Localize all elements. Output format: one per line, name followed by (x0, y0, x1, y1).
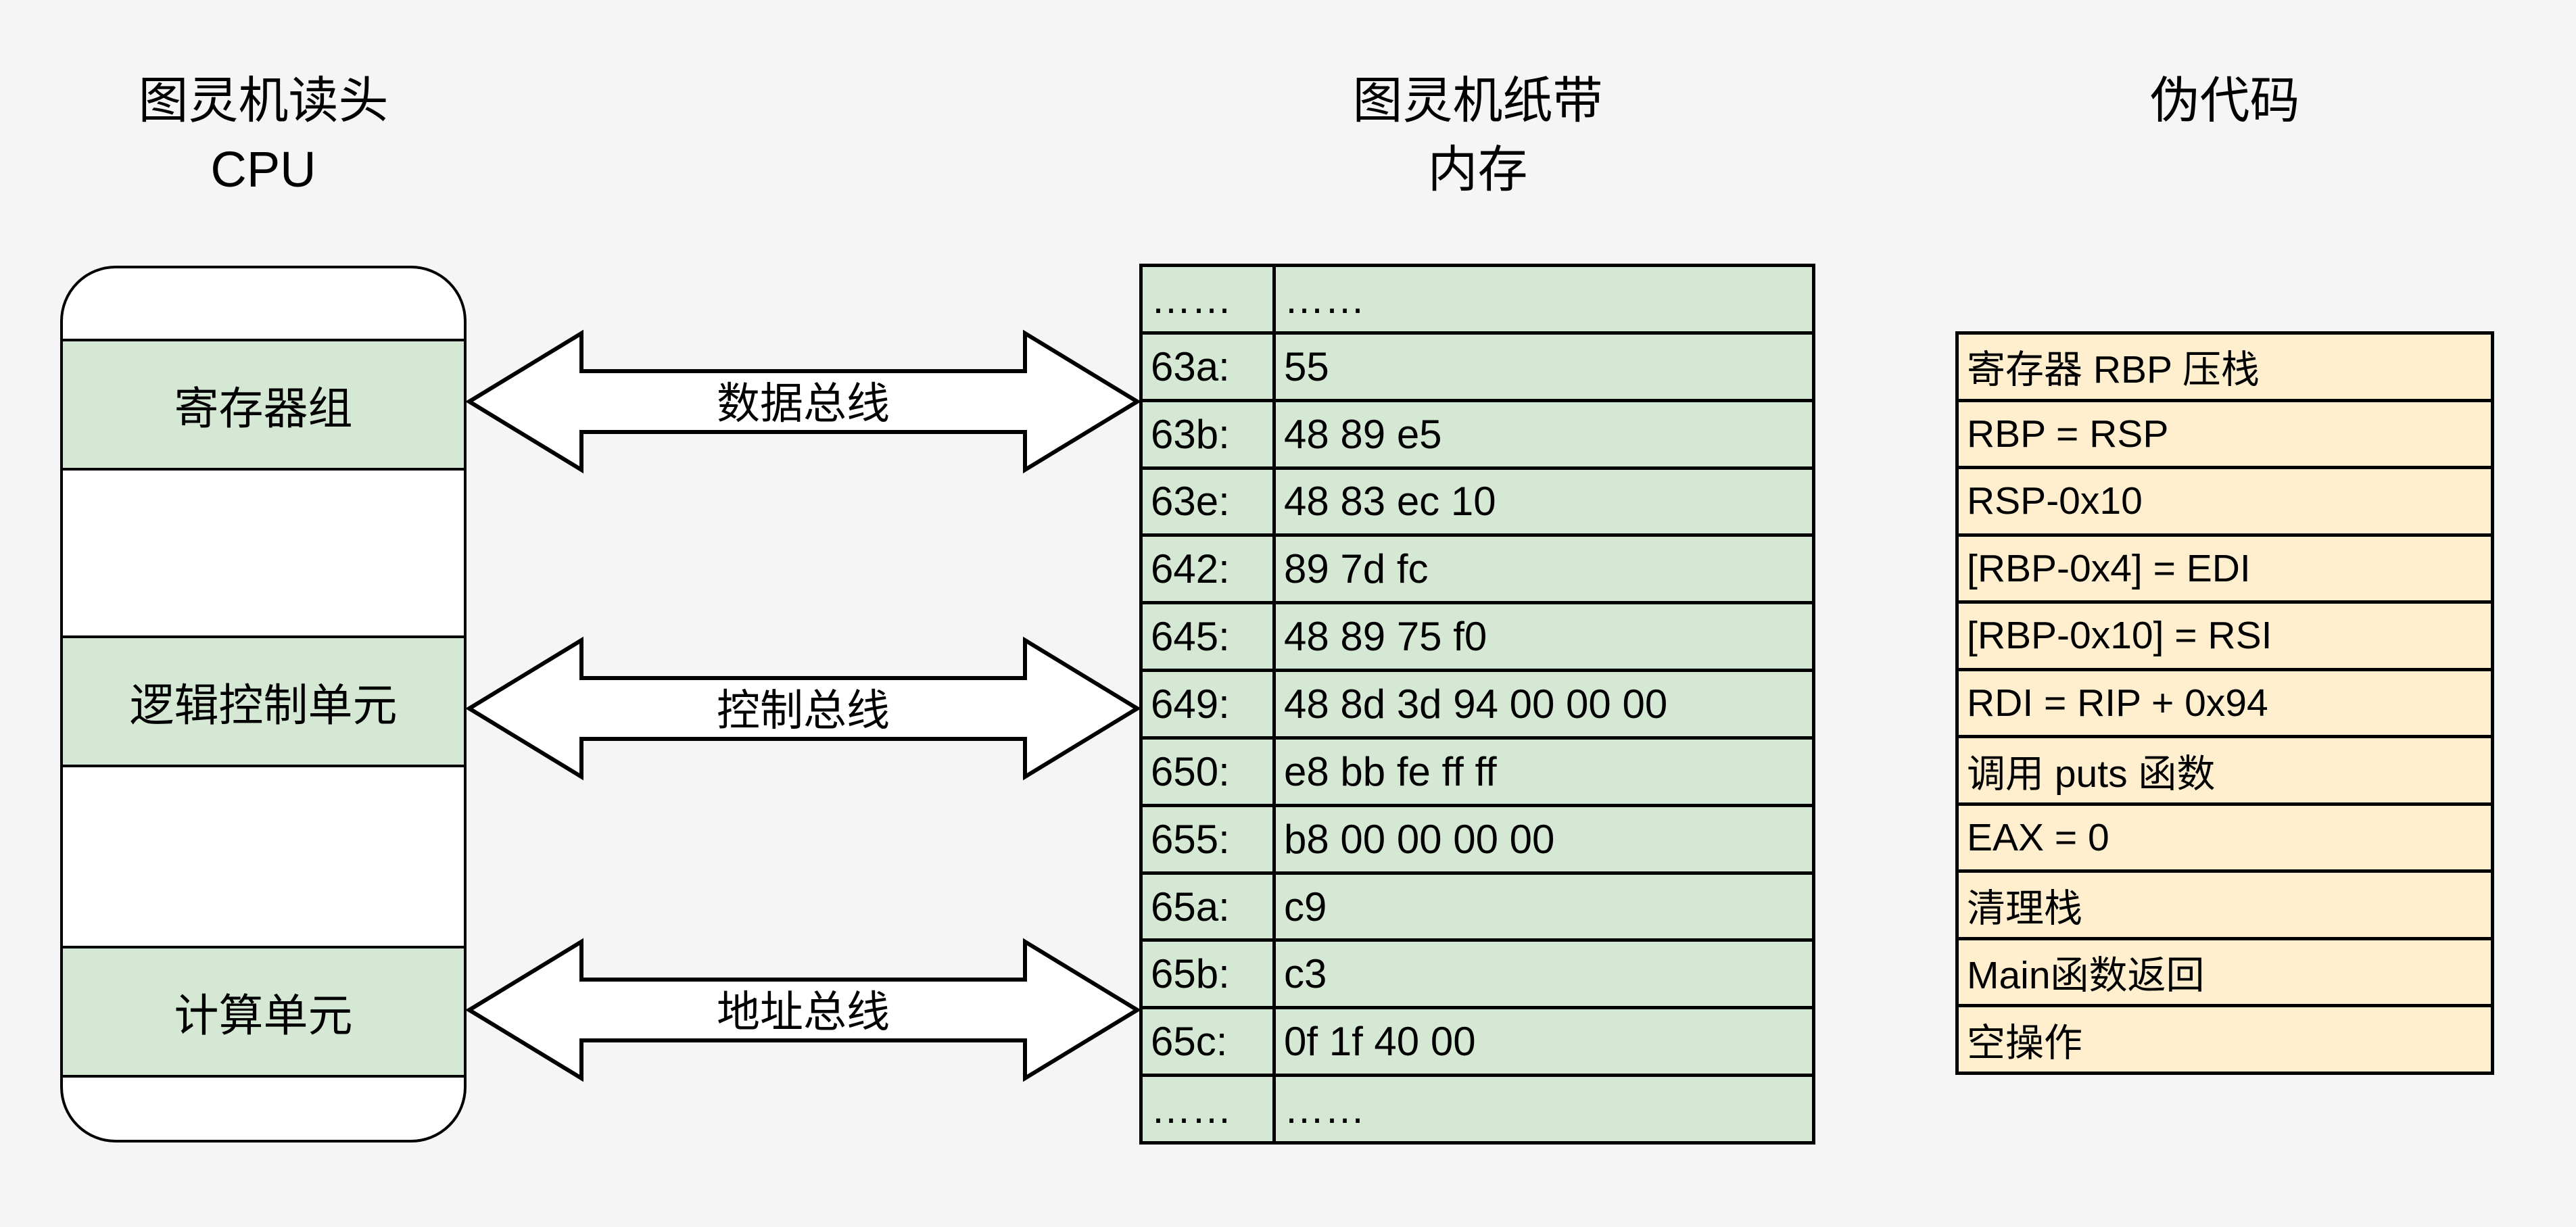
pseudocode-row: 调用 puts 函数 (1959, 735, 2491, 802)
address-bus: 地址总线 (467, 936, 1140, 1084)
memory-address-cell: 642: (1143, 537, 1276, 602)
pseudocode-column-title: 伪代码 (2149, 72, 2300, 128)
cpu-unit-logic-control: 逻辑控制单元 (63, 635, 464, 767)
memory-address-cell: …… (1143, 1077, 1276, 1141)
memory-row: 650:e8 bb fe ff ff (1143, 736, 1812, 804)
memory-bytes-cell: 48 89 75 f0 (1284, 614, 1487, 660)
memory-bytes-cell: …… (1284, 1086, 1365, 1132)
data-bus: 数据总线 (467, 327, 1140, 476)
bus-label: 控制总线 (717, 686, 890, 736)
memory-address-cell: 649: (1143, 672, 1276, 736)
memory-bytes-cell: 48 89 e5 (1284, 411, 1442, 457)
memory-row: ………… (1143, 1074, 1812, 1141)
memory-address-cell: 650: (1143, 739, 1276, 804)
pseudocode-row: [RBP-0x4] = EDI (1959, 533, 2491, 601)
memory-row: 63a:55 (1143, 331, 1812, 399)
memory-address-cell: 645: (1143, 604, 1276, 669)
memory-address-cell: …… (1143, 267, 1276, 331)
memory-bytes-cell: e8 bb fe ff ff (1284, 748, 1497, 794)
memory-row: 63e:48 83 ec 10 (1143, 466, 1812, 534)
pseudocode-row: 空操作 (1959, 1004, 2491, 1072)
cpu-unit-compute: 计算单元 (63, 946, 464, 1078)
memory-address-cell: 63a: (1143, 334, 1276, 399)
pseudocode-row: EAX = 0 (1959, 802, 2491, 870)
memory-row: 65a:c9 (1143, 871, 1812, 939)
cpu-unit-label: 计算单元 (174, 990, 353, 1040)
pseudocode-row: RBP = RSP (1959, 398, 2491, 466)
memory-bytes-cell: 89 7d fc (1284, 546, 1429, 592)
memory-row: 65c:0f 1f 40 00 (1143, 1006, 1812, 1074)
pseudocode-row: RSP-0x10 (1959, 466, 2491, 533)
bus-label: 地址总线 (717, 988, 890, 1037)
control-bus: 控制总线 (467, 634, 1140, 783)
memory-address-cell: 63b: (1143, 402, 1276, 466)
pseudocode-row: 寄存器 RBP 压栈 (1967, 348, 2260, 392)
memory-address-cell: 63e: (1143, 469, 1276, 534)
pseudocode-row: RDI = RIP + 0x94 (1959, 667, 2491, 736)
memory-bytes-cell: 48 8d 3d 94 00 00 00 (1284, 681, 1668, 727)
memory-bytes-cell: 55 (1284, 343, 1329, 389)
memory-address-cell: 65b: (1143, 942, 1276, 1007)
memory-address-cell: 65a: (1143, 874, 1276, 939)
pseudocode-row: [RBP-0x10] = RSI (1959, 600, 2491, 668)
pseudocode-row: Main函数返回 (1959, 936, 2491, 1005)
cpu-box: 寄存器组 逻辑控制单元 计算单元 (60, 266, 467, 1142)
double-arrow-icon (467, 938, 1140, 1082)
memory-column-title: 图灵机纸带 内存 (1352, 72, 1603, 197)
memory-bytes-cell: c9 (1284, 884, 1327, 930)
bus-label: 数据总线 (717, 379, 890, 429)
memory-address-cell: 65c: (1143, 1009, 1276, 1074)
memory-bytes-cell: 0f 1f 40 00 (1284, 1019, 1476, 1065)
double-arrow-icon (467, 329, 1140, 474)
memory-bytes-cell: b8 00 00 00 00 (1284, 816, 1555, 862)
memory-bytes-cell: c3 (1284, 951, 1327, 997)
cpu-unit-label: 寄存器组 (174, 383, 353, 433)
memory-row: 642:89 7d fc (1143, 533, 1812, 602)
memory-row: 655:b8 00 00 00 00 (1143, 803, 1812, 871)
cpu-unit-registers: 寄存器组 (63, 339, 464, 471)
memory-row: ………… (1143, 267, 1812, 331)
memory-bytes-cell: …… (1284, 276, 1365, 322)
memory-row: 65b:c3 (1143, 938, 1812, 1007)
memory-row: 649:48 8d 3d 94 00 00 00 (1143, 669, 1812, 736)
cpu-column-title: 图灵机读头 CPU (138, 72, 389, 197)
cpu-unit-label: 逻辑控制单元 (129, 679, 398, 730)
memory-row: 645:48 89 75 f0 (1143, 601, 1812, 669)
memory-row: 63b:48 89 e5 (1143, 398, 1812, 466)
memory-bytes-cell: 48 83 ec 10 (1284, 479, 1496, 525)
double-arrow-icon (467, 636, 1140, 781)
pseudocode-row: 清理栈 (1959, 869, 2491, 937)
memory-address-cell: 655: (1143, 807, 1276, 871)
